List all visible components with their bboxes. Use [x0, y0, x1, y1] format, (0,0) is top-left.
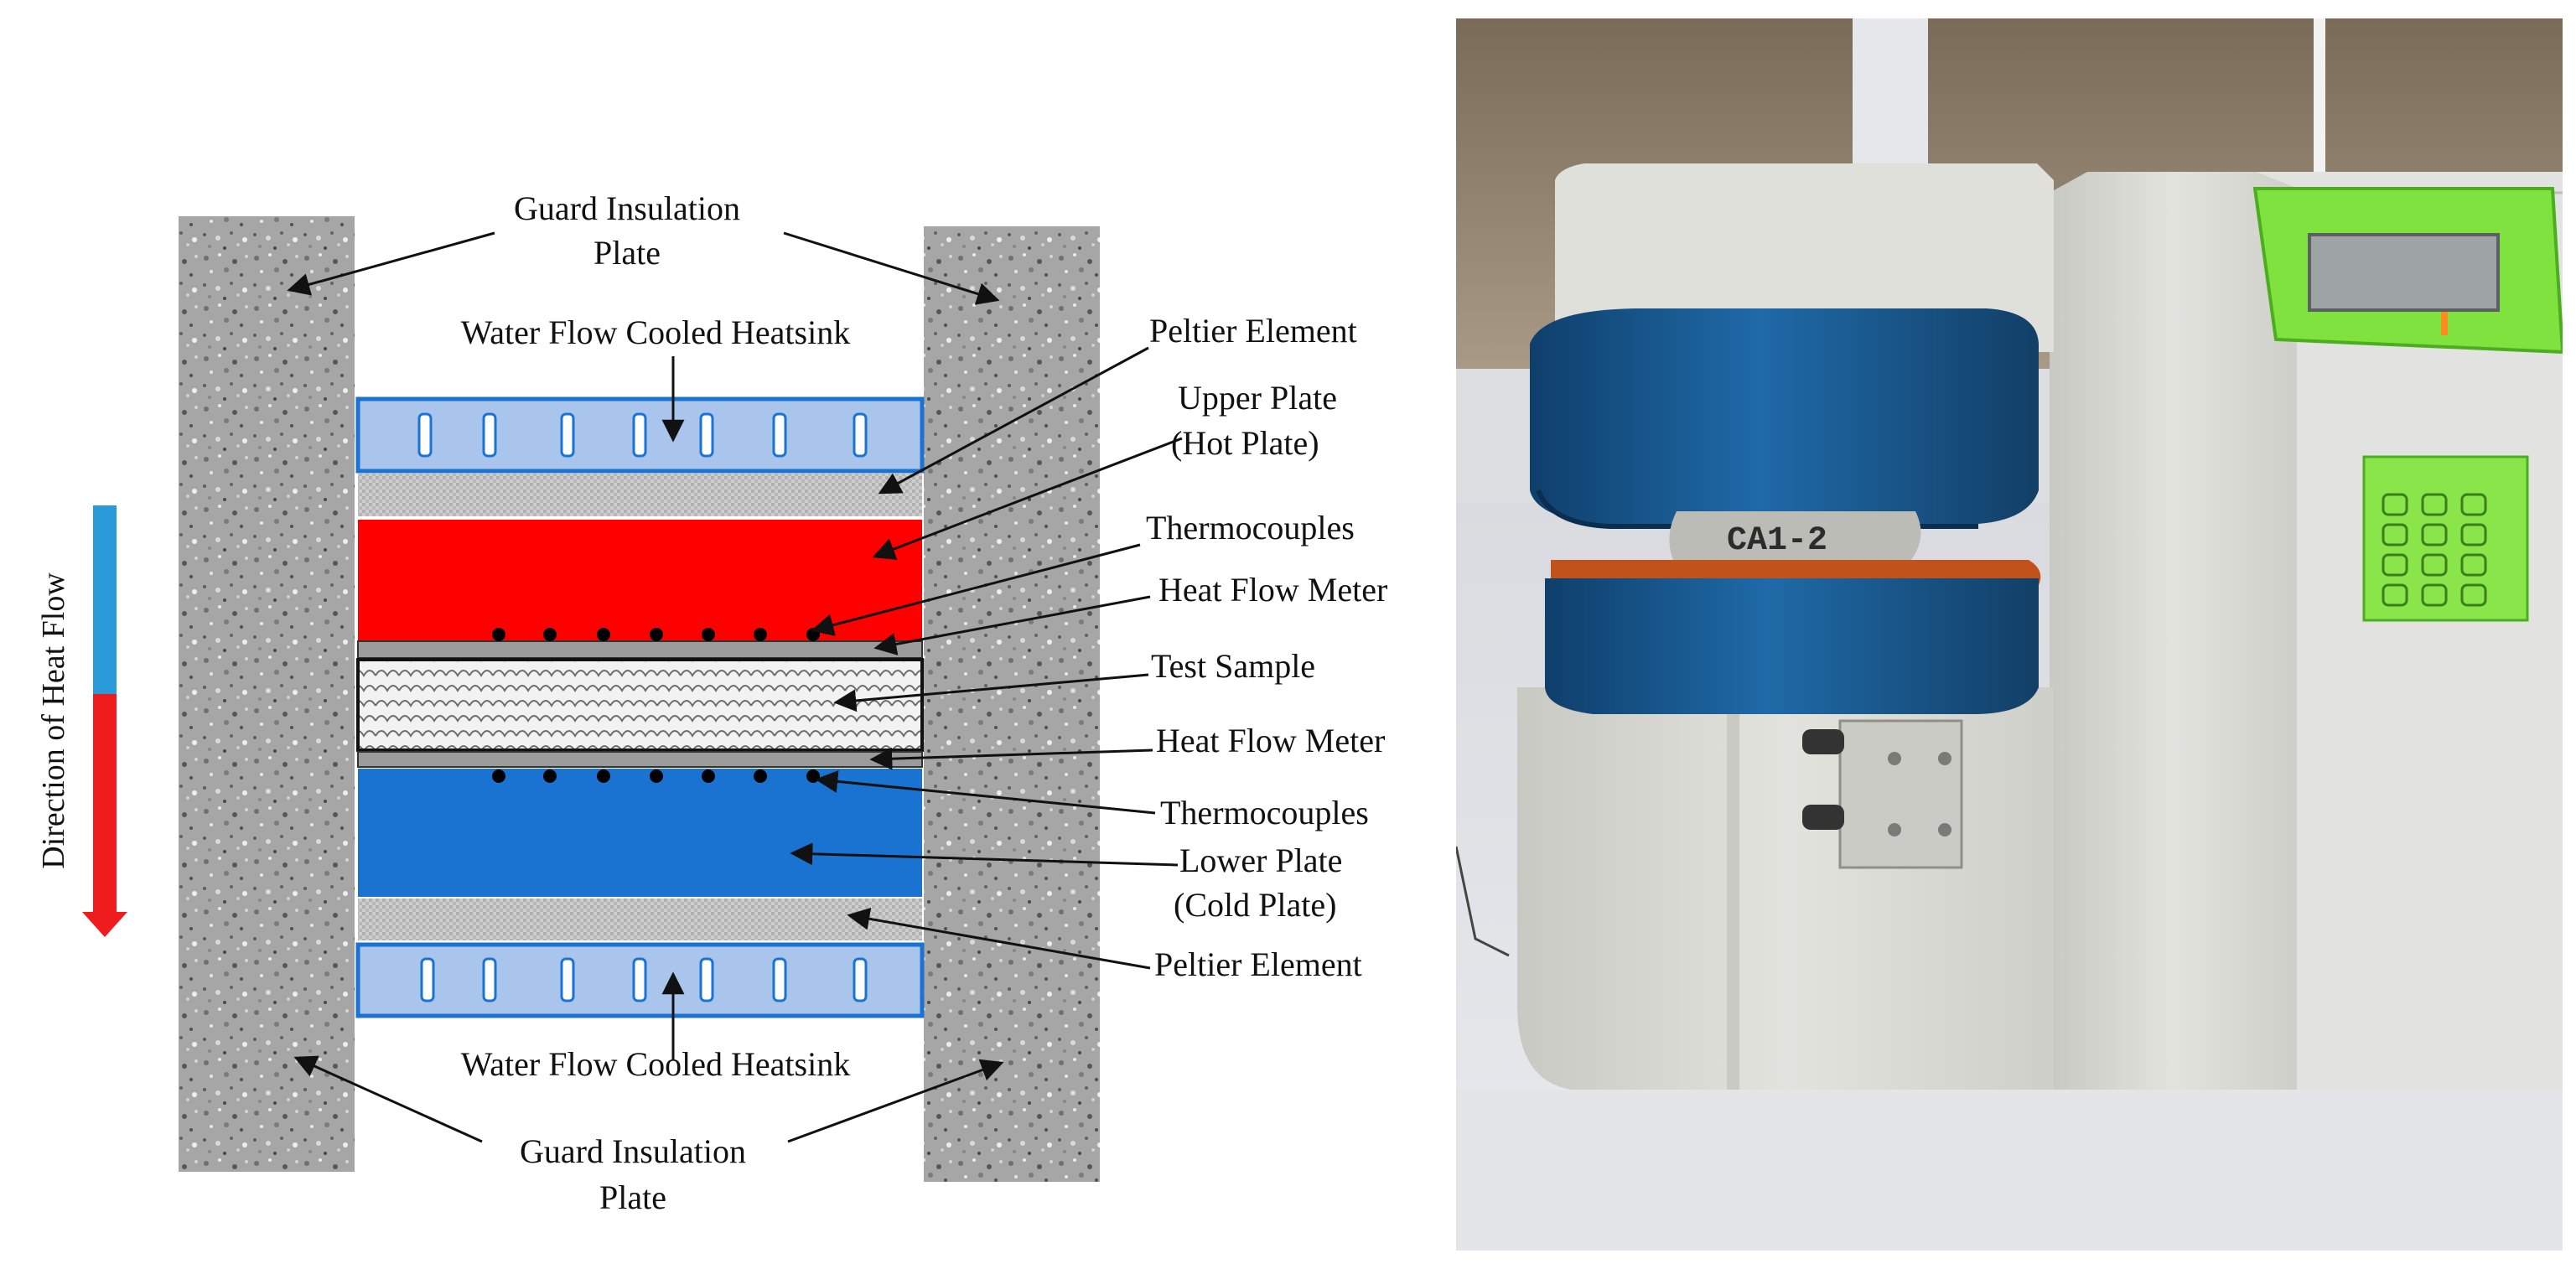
heatsink-top-channels — [417, 412, 868, 458]
test-sample-photo — [1669, 511, 1921, 560]
lower-housing — [1517, 687, 2054, 1090]
guard-top-label-1: Guard Insulation — [514, 189, 740, 227]
direction-label: Direction of Heat Flow — [36, 572, 71, 869]
peltier-bottom-label: Peltier Element — [1154, 945, 1362, 983]
peltier-bottom — [358, 899, 922, 940]
upper-housing — [1555, 163, 2054, 352]
lower-plate-label-2: (Cold Plate) — [1174, 886, 1336, 924]
guard-plate-right — [924, 226, 1100, 1182]
heat-flow-meter-bottom-label: Heat Flow Meter — [1156, 722, 1385, 759]
heat-flow-arrow-cold — [93, 505, 117, 694]
test-sample-label: Test Sample — [1151, 647, 1315, 685]
upper-plate-label-2: (Hot Plate) — [1171, 424, 1319, 462]
keypad-buttons — [2382, 493, 2487, 607]
lower-plate — [1545, 578, 2039, 714]
heat-flow-meter-bottom — [357, 751, 923, 768]
heat-flow-arrow-hot — [93, 694, 117, 916]
upper-plate — [1530, 308, 2039, 524]
thermocouples-top-dots — [492, 628, 820, 641]
peltier-top — [358, 474, 922, 516]
instrument-body — [2050, 172, 2297, 1102]
thermocouples-top-label: Thermocouples — [1146, 509, 1355, 546]
display-screen — [2308, 233, 2500, 312]
connector-plate — [1838, 719, 1963, 869]
test-sample — [356, 658, 924, 752]
heatsink-bottom-channels — [420, 957, 868, 1002]
schematic: Direction of Heat Flow Guard Insulation … — [36, 189, 1387, 1216]
upper-plate-label-1: Upper Plate — [1178, 379, 1337, 417]
cold-plate — [358, 769, 922, 897]
guard-top-label-2: Plate — [593, 234, 661, 272]
heat-flow-arrow-head — [82, 912, 127, 937]
leader-lines — [287, 231, 1183, 1143]
guard-bottom-label-2: Plate — [599, 1178, 666, 1216]
guard-bottom-label-1: Guard Insulation — [520, 1132, 746, 1170]
lower-plate-label-1: Lower Plate — [1179, 842, 1342, 879]
sample-label: CA1-2 — [1727, 522, 1827, 560]
heat-flow-meter-top-label: Heat Flow Meter — [1158, 571, 1387, 609]
heatsink-bottom-label: Water Flow Cooled Heatsink — [461, 1045, 850, 1083]
peltier-top-label: Peltier Element — [1149, 312, 1357, 350]
guard-plate-left — [179, 216, 355, 1172]
heat-flow-meter-top — [357, 640, 923, 659]
thermocouples-bottom-label: Thermocouples — [1160, 794, 1369, 831]
heatsink-top-label: Water Flow Cooled Heatsink — [461, 313, 850, 351]
apparatus-photo: CA1-2 — [1456, 18, 2563, 1251]
